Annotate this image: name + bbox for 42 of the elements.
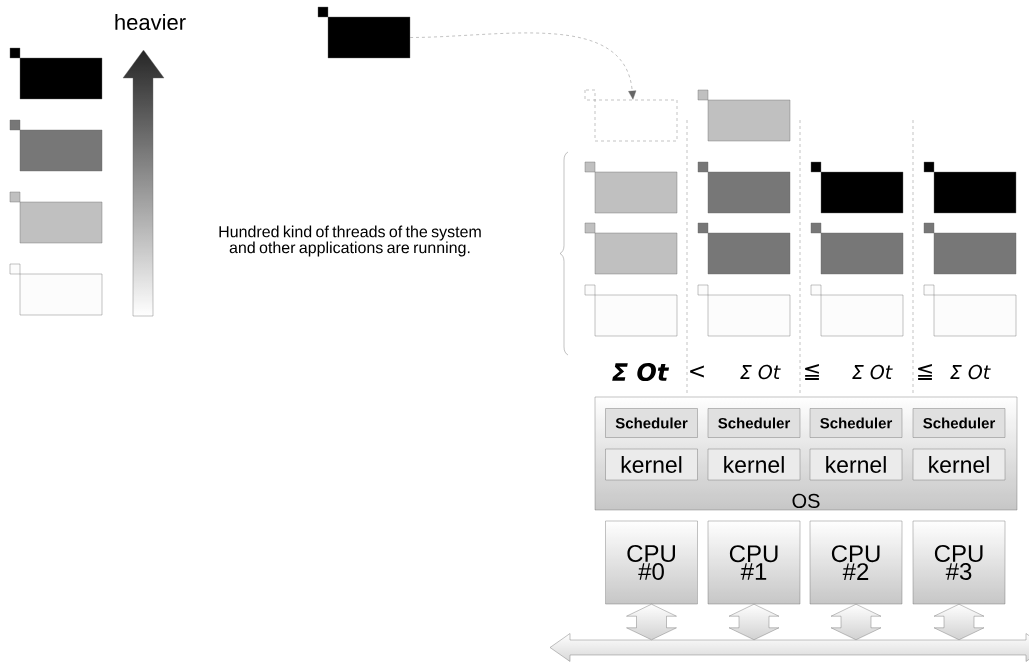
thread-box	[697, 89, 791, 142]
thread-box	[697, 222, 791, 275]
thread-box	[923, 222, 1017, 275]
scale-label: heavier	[115, 13, 186, 31]
thread-box	[9, 119, 103, 172]
sum-term: Σ Ot	[612, 362, 670, 382]
block-arrow	[933, 604, 985, 640]
scheduler-box: Scheduler	[605, 408, 698, 438]
sum-term: Σ Ot	[950, 364, 991, 380]
block-arrow	[626, 604, 677, 640]
thread-box	[584, 222, 678, 275]
thread-slot	[584, 89, 678, 142]
scheduler-box: Scheduler	[707, 408, 801, 438]
note-text: Hundred kind of threads of the system and other applications are running.	[219, 225, 481, 257]
thread-box	[810, 161, 904, 214]
thread-box	[9, 191, 103, 244]
sum-term: Σ Ot	[740, 364, 781, 380]
thread-box	[9, 263, 103, 316]
kernel-box: kernel	[707, 448, 801, 481]
kernel-box: kernel	[912, 448, 1006, 481]
block-arrow	[728, 604, 780, 640]
thread-box	[923, 284, 1017, 337]
kernel-box: kernel	[809, 448, 903, 481]
thread-box	[697, 284, 791, 337]
bus-arrow	[549, 633, 1029, 662]
thread-box	[584, 284, 678, 337]
thread-box	[9, 47, 103, 100]
block-arrow	[830, 604, 882, 640]
thread-box	[810, 222, 904, 275]
scheduler-box: Scheduler	[809, 408, 903, 438]
arrow	[410, 32, 637, 100]
sum-term: Σ Ot	[852, 364, 893, 380]
thread-box	[317, 6, 411, 59]
thread-box	[923, 161, 1017, 214]
thread-box	[697, 161, 791, 214]
sum-term: ≦	[918, 364, 932, 380]
sum-term: ≦	[805, 364, 819, 380]
scheduler-box: Scheduler	[912, 408, 1006, 438]
thread-box	[584, 161, 678, 214]
thread-box	[810, 284, 904, 337]
kernel-box: kernel	[605, 448, 698, 481]
sum-term: <	[690, 365, 704, 378]
